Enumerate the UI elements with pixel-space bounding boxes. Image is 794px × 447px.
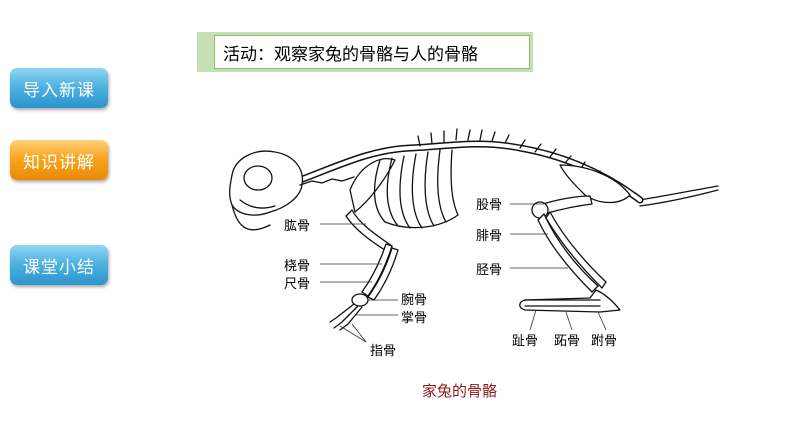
nav-knowledge-label: 知识讲解 xyxy=(23,152,95,173)
label-carpals: 腕骨 xyxy=(401,293,428,308)
label-femur: 股骨 xyxy=(476,198,503,213)
label-fibula: 腓骨 xyxy=(476,229,503,244)
nav-summary-button[interactable]: 课堂小结 xyxy=(10,245,108,285)
activity-title-box: 活动：观察家兔的骨骼与人的骨骼 xyxy=(197,32,533,72)
label-metatarsals: 跖骨 xyxy=(554,334,581,349)
label-pointer-lines xyxy=(320,203,607,343)
rabbit-skeleton-illustration xyxy=(229,128,719,331)
activity-title: 活动：观察家兔的骨骼与人的骨骼 xyxy=(214,35,530,69)
nav-summary-label: 课堂小结 xyxy=(23,257,95,278)
label-tarsals: 跗骨 xyxy=(591,334,618,349)
nav-knowledge-button[interactable]: 知识讲解 xyxy=(10,140,108,180)
label-radius: 桡骨 xyxy=(284,259,311,274)
figure-caption: 家兔的骨骼 xyxy=(422,382,498,400)
label-ulna: 尺骨 xyxy=(284,277,311,292)
label-humerus: 肱骨 xyxy=(284,219,311,234)
label-metacarpals: 掌骨 xyxy=(401,311,428,326)
label-phalanges-hand: 指骨 xyxy=(370,344,397,359)
nav-intro-button[interactable]: 导入新课 xyxy=(10,68,108,108)
label-tibia: 胫骨 xyxy=(476,263,503,278)
label-phalanges-foot: 趾骨 xyxy=(512,334,539,349)
nav-intro-label: 导入新课 xyxy=(23,80,95,101)
